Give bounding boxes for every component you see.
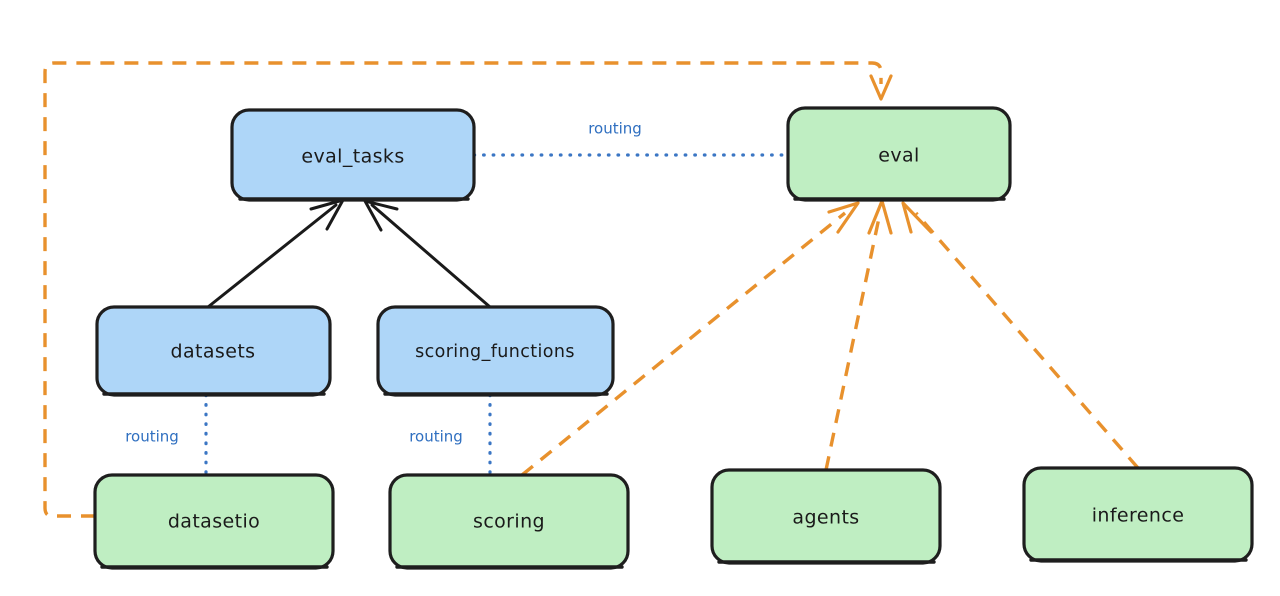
edge-path-datasets-eval-tasks [206, 203, 338, 309]
edge-eval-tasks-to-eval: routing [472, 120, 790, 157]
edge-path-scoring-eval [520, 211, 847, 477]
edge-scoring-functions-to-eval-tasks [363, 199, 492, 309]
node-label-agents: agents [792, 507, 859, 529]
node-datasetio[interactable]: datasetio [93, 473, 335, 570]
edge-datasets-to-eval-tasks [206, 198, 345, 309]
node-eval-tasks[interactable]: eval_tasks [230, 108, 476, 202]
edge-label-routing-datasets-datasetio: routing [125, 428, 179, 446]
edge-label-routing-eval-tasks-eval: routing [588, 120, 642, 138]
arrowhead-agents-eval [867, 199, 893, 235]
node-datasets[interactable]: datasets [95, 305, 332, 397]
arrowhead-inference-eval [901, 201, 933, 234]
node-label-scoring-functions: scoring_functions [415, 342, 575, 362]
arrowhead-datasets-eval-tasks [309, 198, 345, 231]
node-eval[interactable]: eval [786, 106, 1012, 202]
edge-datasetio-to-eval [43, 61, 893, 518]
arrowhead-scoring-eval [827, 201, 860, 234]
edge-scoring-functions-to-scoring: routing [409, 393, 492, 477]
node-inference[interactable]: inference [1022, 466, 1254, 563]
node-scoring[interactable]: scoring [388, 473, 630, 570]
node-label-datasets: datasets [171, 341, 256, 363]
edge-path-datasetio-eval [43, 61, 883, 518]
edge-label-routing-scoring-functions-scoring: routing [409, 428, 463, 446]
edge-agents-to-eval [824, 199, 893, 471]
edge-scoring-to-eval [520, 201, 860, 477]
node-label-datasetio: datasetio [168, 511, 260, 533]
edge-path-agents-eval [824, 212, 882, 471]
edge-datasets-to-datasetio: routing [125, 393, 208, 477]
edge-path-scoring-functions-eval-tasks [370, 203, 492, 309]
arrowhead-scoring-functions-eval-tasks [363, 199, 399, 232]
edge-path-inference-eval [914, 211, 1140, 470]
node-scoring-functions[interactable]: scoring_functions [376, 305, 615, 397]
edge-inference-to-eval [901, 201, 1140, 470]
node-agents[interactable]: agents [710, 468, 942, 565]
node-label-eval-tasks: eval_tasks [301, 146, 404, 168]
arrowhead-datasetio-eval [869, 74, 893, 101]
node-label-scoring: scoring [473, 511, 545, 533]
node-label-inference: inference [1092, 505, 1185, 527]
node-label-eval: eval [878, 145, 919, 167]
